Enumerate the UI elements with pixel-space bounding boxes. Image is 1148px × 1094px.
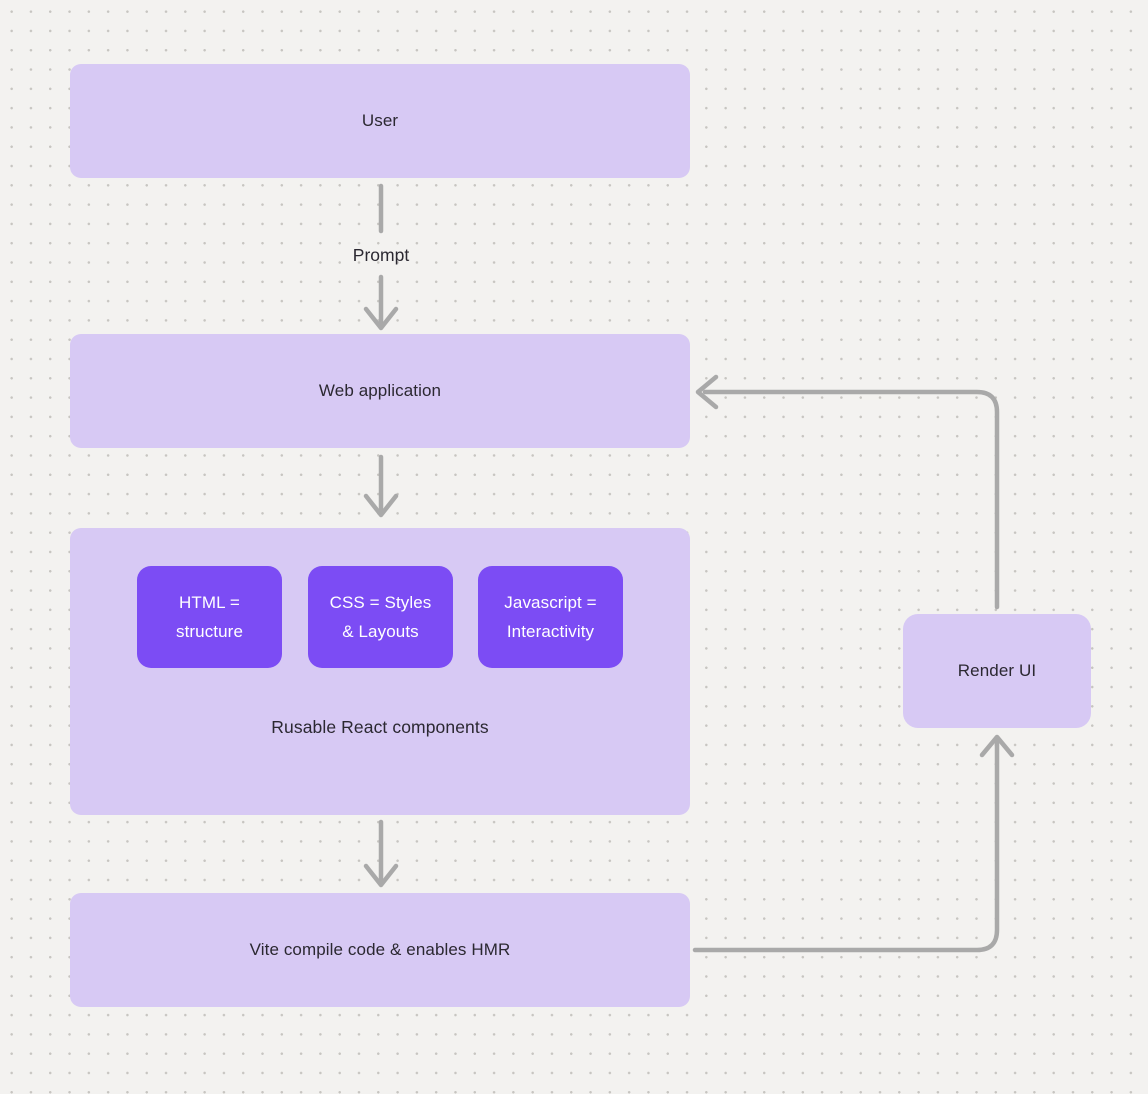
node-javascript-interactivity[interactable]: Javascript = Interactivity: [478, 566, 623, 668]
node-user-label: User: [361, 111, 399, 130]
node-web-application-label: Web application: [318, 381, 442, 400]
node-javascript-interactivity-label: Javascript = Interactivity: [504, 593, 597, 641]
node-web-application[interactable]: Web application: [70, 334, 690, 448]
node-html-structure-label: HTML = structure: [175, 593, 244, 641]
group-caption: Rusable React components: [271, 717, 489, 737]
node-react-components-group[interactable]: HTML = structure CSS = Styles & Layouts …: [70, 528, 690, 815]
edge-renderui-to-webapp: [695, 374, 1000, 610]
node-html-structure[interactable]: HTML = structure: [137, 566, 282, 668]
edge-components-to-vite: [363, 819, 399, 888]
node-vite[interactable]: Vite compile code & enables HMR: [70, 893, 690, 1007]
node-css-styles-label: CSS = Styles & Layouts: [329, 593, 432, 641]
edge-vite-to-renderui: [692, 734, 1015, 953]
node-render-ui-label: Render UI: [957, 661, 1037, 680]
node-render-ui[interactable]: Render UI: [903, 614, 1091, 728]
node-vite-label: Vite compile code & enables HMR: [249, 940, 511, 959]
edge-webapp-to-components: [363, 454, 399, 518]
node-css-styles[interactable]: CSS = Styles & Layouts: [308, 566, 453, 668]
node-user[interactable]: User: [70, 64, 690, 178]
edge-label-prompt: Prompt: [352, 245, 410, 265]
